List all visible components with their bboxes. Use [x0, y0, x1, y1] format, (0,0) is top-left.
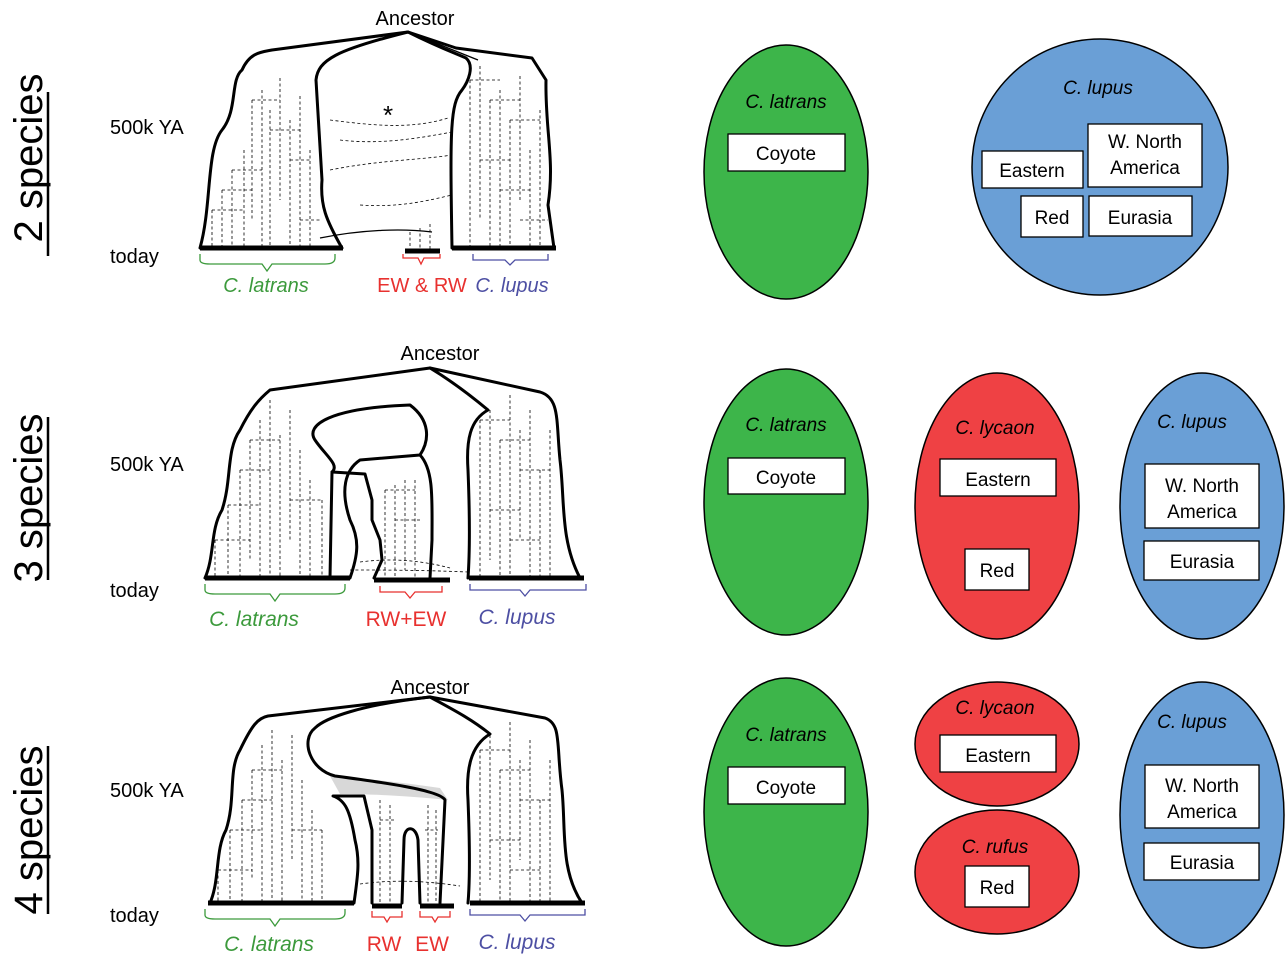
species-name: C. latrans	[745, 92, 827, 113]
brace-middle	[402, 254, 441, 266]
species-name: C. lupus	[1157, 712, 1227, 733]
clade-label-lupus: C. lupus	[478, 606, 556, 629]
time-today-label: today	[110, 580, 159, 602]
brace-lupus	[469, 909, 586, 923]
clade-label-latrans: C. latrans	[223, 275, 309, 297]
population-label: Eurasia	[1170, 853, 1235, 874]
species-oval-latrans: C. latrans Coyote	[703, 44, 869, 300]
row-title: 4 species	[7, 746, 51, 915]
clade-label-latrans: C. latrans	[224, 933, 314, 956]
population-label: Coyote	[756, 468, 816, 489]
population-box	[939, 458, 1057, 497]
population-box	[939, 734, 1057, 773]
population-box	[727, 133, 846, 172]
population-box	[1144, 764, 1260, 829]
species-name: C. lupus	[1157, 412, 1227, 433]
time-today-label: today	[110, 905, 159, 927]
tree-3-dashed-lineages	[217, 722, 551, 903]
population-box	[964, 865, 1030, 908]
row-3-species: 3 species Ancestor 500k YA today C. latr…	[7, 343, 1285, 640]
population-label: Red	[1035, 208, 1070, 229]
species-oval-lycaon: C. lycaon Eastern Red	[914, 372, 1080, 640]
brace-latrans	[204, 584, 346, 603]
time-500k-label: 500k YA	[110, 117, 184, 139]
row-title: 2 species	[7, 74, 51, 243]
species-name: C. lycaon	[955, 698, 1034, 719]
ancestor-label: Ancestor	[376, 8, 455, 30]
tree-2-dashed-lineages	[214, 395, 551, 578]
population-label: Eastern	[965, 470, 1030, 491]
population-box	[727, 766, 846, 805]
population-label: Eastern	[965, 746, 1030, 767]
population-box	[1087, 123, 1203, 188]
species-name: C. lycaon	[955, 418, 1034, 439]
species-oval-lupus: C. lupus W. North America Eurasia	[1119, 681, 1285, 949]
population-label: Coyote	[756, 144, 816, 165]
population-label: Eurasia	[1170, 552, 1235, 573]
time-today-label: today	[110, 246, 159, 268]
species-oval-lupus: C. lupus W. North America Eurasia	[1119, 372, 1285, 640]
ancestor-label: Ancestor	[391, 677, 470, 699]
species-name: C. latrans	[745, 725, 827, 746]
brace-lupus	[469, 584, 587, 598]
brace-middle	[379, 586, 443, 600]
population-label: W. North	[1108, 132, 1182, 153]
clade-label-middle: EW & RW	[377, 275, 467, 297]
population-box	[727, 457, 846, 495]
brace-ew	[419, 911, 451, 924]
species-name: C. latrans	[745, 415, 827, 436]
population-box	[1020, 195, 1084, 238]
clade-label-latrans: C. latrans	[209, 608, 299, 631]
clade-label-ew: EW	[415, 933, 449, 956]
time-500k-label: 500k YA	[110, 780, 184, 802]
population-box	[1088, 195, 1193, 237]
brace-latrans	[199, 254, 336, 273]
species-oval-rufus: C. rufus Red	[914, 809, 1080, 935]
asterisk-marker: *	[383, 100, 393, 130]
time-500k-label: 500k YA	[110, 454, 184, 476]
brace-rw	[371, 911, 403, 924]
population-box	[1143, 842, 1260, 881]
species-name: C. rufus	[962, 837, 1029, 858]
clade-label-rw: RW	[367, 933, 402, 956]
row-4-species: 4 species Ancestor 500k YA today C. latr…	[7, 677, 1285, 956]
population-box	[1144, 463, 1260, 529]
population-box	[1143, 540, 1260, 581]
population-label: Coyote	[756, 778, 816, 799]
population-label: America	[1110, 158, 1180, 179]
population-label: America	[1167, 802, 1237, 823]
tree-3-outline	[208, 695, 585, 909]
population-label: Red	[980, 878, 1015, 899]
clade-label-middle: RW+EW	[366, 608, 447, 631]
species-oval-lycaon: C. lycaon Eastern	[914, 681, 1080, 807]
population-box	[981, 150, 1084, 189]
clade-label-lupus: C. lupus	[475, 275, 548, 297]
population-label: W. North	[1165, 776, 1239, 797]
population-label: W. North	[1165, 476, 1239, 497]
population-label: Red	[980, 561, 1015, 582]
clade-label-lupus: C. lupus	[478, 931, 556, 954]
species-name: C. lupus	[1063, 78, 1133, 99]
population-label: America	[1167, 502, 1237, 523]
population-label: Eurasia	[1108, 208, 1173, 229]
brace-latrans	[204, 909, 346, 928]
brace-lupus	[472, 254, 549, 266]
tree-2-outline	[203, 366, 584, 583]
population-label: Eastern	[999, 161, 1064, 182]
species-oval-latrans: C. latrans Coyote	[703, 677, 869, 947]
species-oval-latrans: C. latrans Coyote	[703, 368, 869, 636]
row-2-species: 2 species Ancestor 500k YA today * C. la…	[7, 8, 1229, 300]
tree-1-dashed-lineages	[211, 66, 548, 250]
tree-1-outline	[198, 30, 556, 254]
row-title: 3 species	[7, 414, 51, 583]
ancestor-label: Ancestor	[401, 343, 480, 365]
population-box	[964, 548, 1030, 591]
species-oval-lupus: C. lupus Eastern W. North America Red Eu…	[971, 38, 1229, 296]
